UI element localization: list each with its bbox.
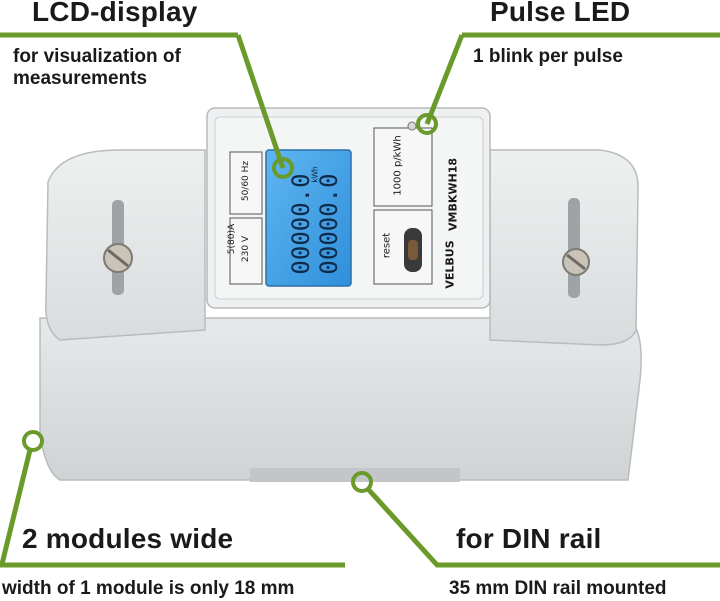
din-callout-sub: 35 mm DIN rail mounted bbox=[449, 578, 667, 599]
meter-right-shoulder bbox=[489, 149, 639, 346]
right-slot bbox=[568, 198, 580, 298]
lcd-screen bbox=[265, 149, 352, 287]
modules-callout-sub: width of 1 module is only 18 mm bbox=[2, 578, 295, 599]
brand-logo: VELBUS bbox=[443, 240, 457, 289]
current-label: 5(80)A bbox=[227, 223, 237, 255]
reset-label: reset bbox=[381, 232, 393, 259]
din-callout-dot bbox=[351, 471, 373, 493]
modules-callout-dot bbox=[22, 430, 44, 452]
pulse-callout-title: Pulse LED bbox=[490, 0, 631, 27]
pulse-callout-dot bbox=[416, 113, 438, 135]
lcd-callout-sub-2: measurements bbox=[13, 68, 148, 89]
din-callout-title: for DIN rail bbox=[456, 523, 602, 554]
voltage-label: 230 V bbox=[241, 235, 251, 263]
pulse-rate-label: 1000 p/kWh bbox=[392, 135, 404, 196]
model-label: VMBKWH18 bbox=[446, 158, 460, 232]
frequency-label: 50/60 Hz bbox=[241, 160, 251, 202]
lcd-unit: kWh bbox=[310, 166, 320, 183]
modules-callout-title: 2 modules wide bbox=[22, 523, 234, 554]
lcd-callout-title: LCD-display bbox=[32, 0, 198, 27]
pulse-callout-sub: 1 blink per pulse bbox=[473, 46, 623, 67]
lcd-callout-dot bbox=[272, 157, 294, 179]
lcd-callout-sub-1: for visualization of bbox=[13, 46, 181, 67]
pulse-led bbox=[407, 121, 417, 131]
